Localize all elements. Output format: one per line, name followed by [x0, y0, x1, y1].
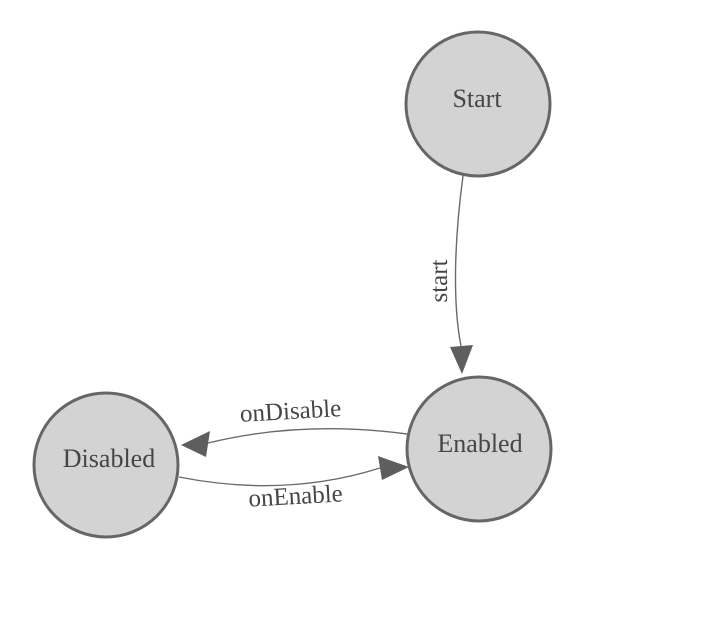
- state-node-start-label: Start: [452, 84, 502, 113]
- edge-line-onenable: [178, 467, 381, 487]
- edge-label-ondisable: onDisable: [239, 395, 342, 428]
- arrowhead-right-icon: [378, 456, 409, 480]
- state-node-enabled: Enabled: [405, 375, 553, 523]
- edge-line-ondisable: [207, 428, 408, 444]
- state-node-enabled-circle: [405, 375, 553, 523]
- edge-label-start: start: [426, 259, 453, 302]
- state-node-start-circle: [404, 30, 552, 178]
- state-node-disabled: Disabled: [32, 391, 180, 539]
- edge-label-onenable: onEnable: [248, 480, 344, 512]
- edge-line-start: [454, 175, 464, 347]
- state-node-start: Start: [404, 30, 552, 178]
- edge-start-to-enabled: start: [426, 175, 473, 374]
- arrowhead-left-icon: [181, 431, 210, 457]
- state-node-disabled-label: Disabled: [63, 444, 155, 473]
- arrowhead-down-icon: [450, 345, 473, 374]
- state-node-enabled-label: Enabled: [437, 429, 522, 458]
- state-node-disabled-circle: [32, 391, 180, 539]
- edge-enabled-to-disabled: onDisable: [181, 395, 408, 457]
- edge-disabled-to-enabled: onEnable: [178, 456, 409, 513]
